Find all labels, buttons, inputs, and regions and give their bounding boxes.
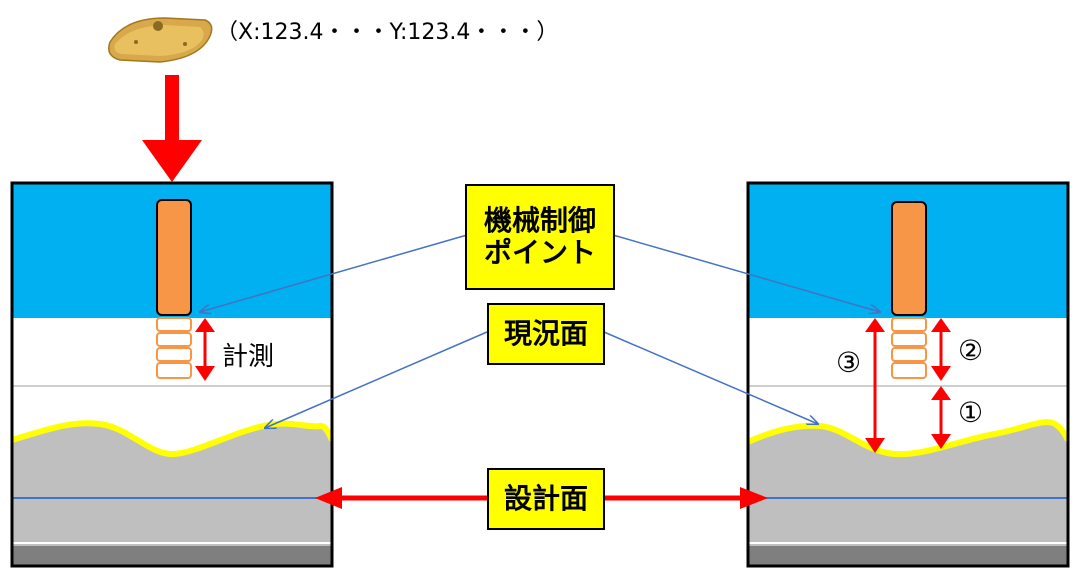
right-current-surface-line xyxy=(748,419,1068,458)
left-panel xyxy=(12,183,332,566)
label-2: ② xyxy=(958,334,984,367)
gnss-receiver-icon xyxy=(108,17,213,63)
right-bucket xyxy=(891,201,927,316)
machine-control-point-callout: 機械制御 ポイント xyxy=(465,184,615,290)
pointer-lines xyxy=(200,234,880,428)
gnss-arrow xyxy=(142,75,202,182)
current-surface-label: 現況面 xyxy=(503,316,588,350)
left-panel-frame xyxy=(10,181,334,568)
current-surface-callout: 現況面 xyxy=(487,303,605,365)
machine-control-line1: 機械制御 xyxy=(483,203,596,237)
measure-label: 計測 xyxy=(222,342,275,372)
design-surface-label: 設計面 xyxy=(503,481,588,515)
machine-control-line2: ポイント xyxy=(483,236,596,269)
left-current-surface-line xyxy=(12,420,332,458)
label-1: ① xyxy=(958,396,984,429)
design-surface-callout: 設計面 xyxy=(487,468,605,530)
right-panel xyxy=(748,183,1068,566)
label-3: ③ xyxy=(836,346,862,379)
right-panel-frame xyxy=(746,181,1070,568)
design-arrows xyxy=(315,487,768,509)
left-bucket xyxy=(156,199,192,316)
coordinate-label: （X:123.4・・・Y:123.4・・・） xyxy=(216,20,559,45)
